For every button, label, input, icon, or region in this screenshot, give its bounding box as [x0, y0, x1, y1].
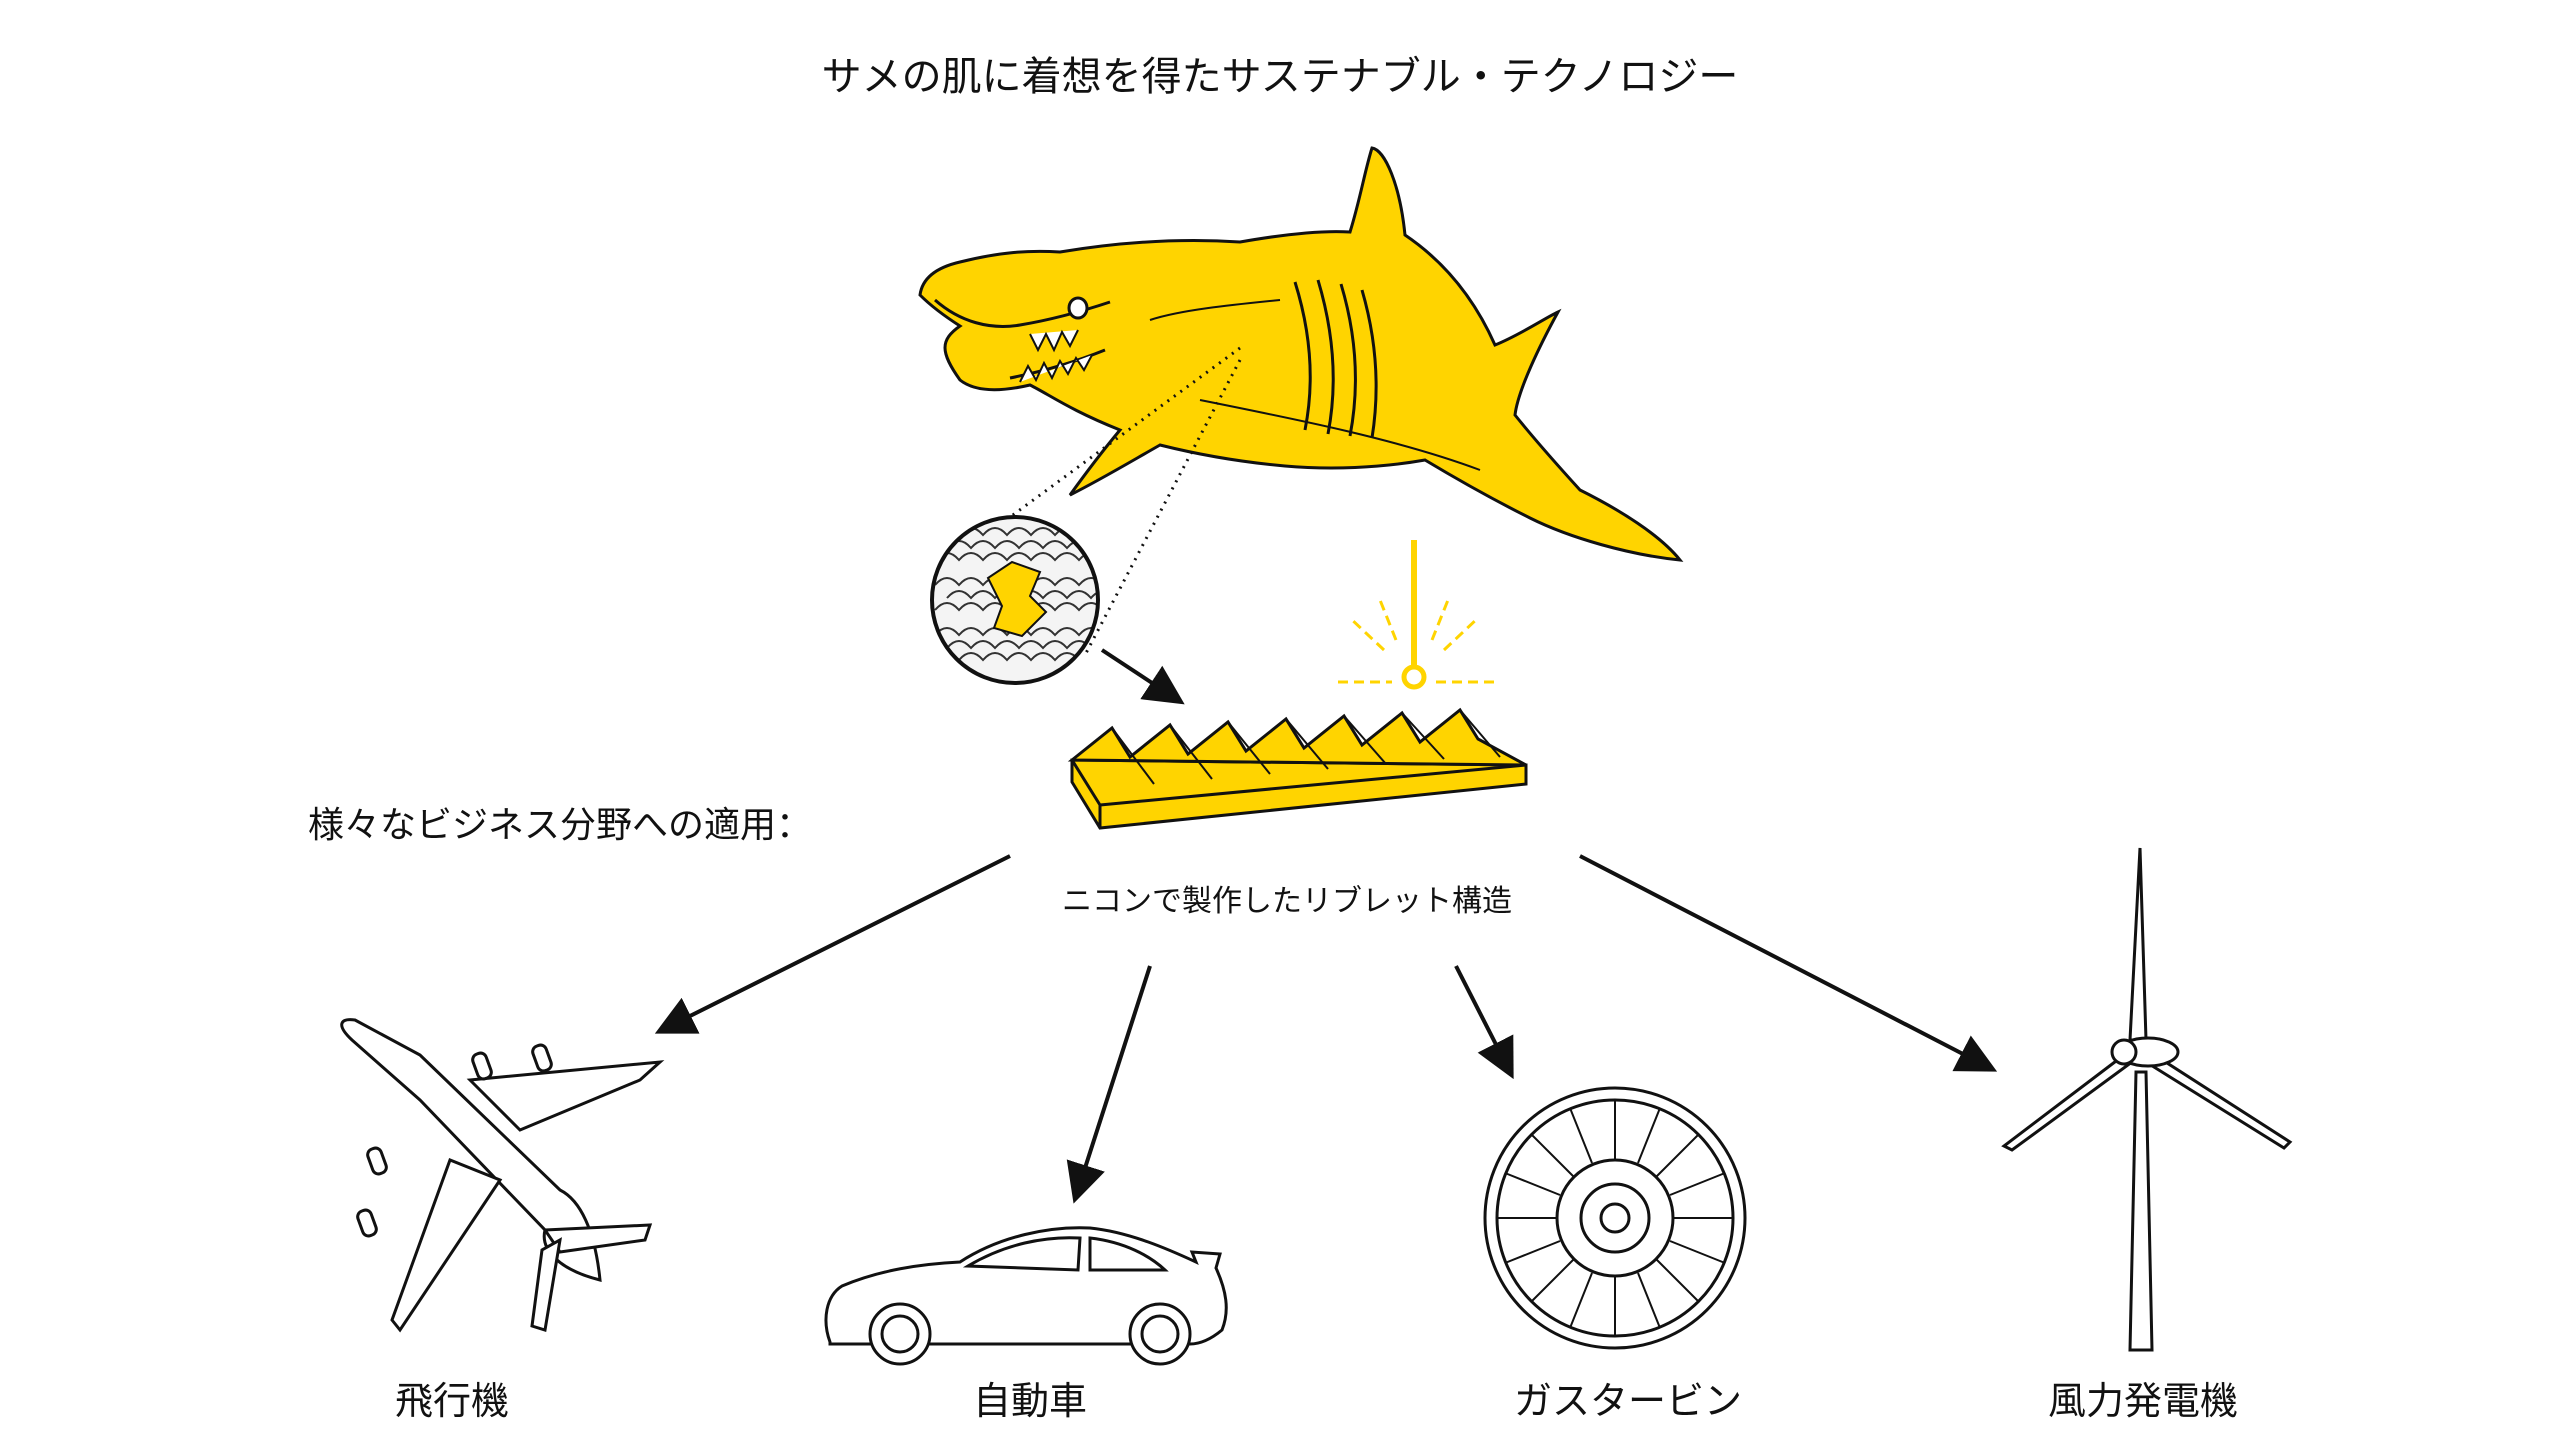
application-label-car: 自動車: [972, 1379, 1087, 1423]
application-label-gas-turbine: ガスタービン: [1513, 1379, 1742, 1423]
arrow-to-car: [1066, 965, 1152, 1204]
wind-turbine-icon: [2001, 847, 2293, 1352]
diagram-title: サメの肌に着想を得たサステナブル・テクノロジー: [821, 54, 1739, 100]
applications-heading: 様々なビジネス分野への適用：: [308, 805, 813, 846]
arrow-to-riblet: [1100, 648, 1185, 705]
laser-icon: [1338, 540, 1496, 690]
gas-turbine-icon: [1483, 1086, 1747, 1350]
arrow-to-wind-turbine: [1579, 854, 1998, 1072]
zoom-line-left: [967, 346, 1241, 550]
riblet-caption: ニコンで製作したリブレット構造: [1062, 884, 1512, 919]
arrow-to-gas-turbine: [1454, 965, 1514, 1080]
shark-icon: [918, 146, 1684, 562]
airplane-icon: [340, 1018, 665, 1333]
riblet-structure-icon: [1067, 707, 1528, 830]
shark-skin-magnifier-icon: [930, 515, 1100, 685]
car-icon: [824, 1226, 1228, 1366]
application-label-airplane: 飛行機: [394, 1379, 509, 1423]
application-label-wind-turbine: 風力発電機: [2047, 1379, 2238, 1423]
arrow-to-airplane: [654, 854, 1011, 1034]
